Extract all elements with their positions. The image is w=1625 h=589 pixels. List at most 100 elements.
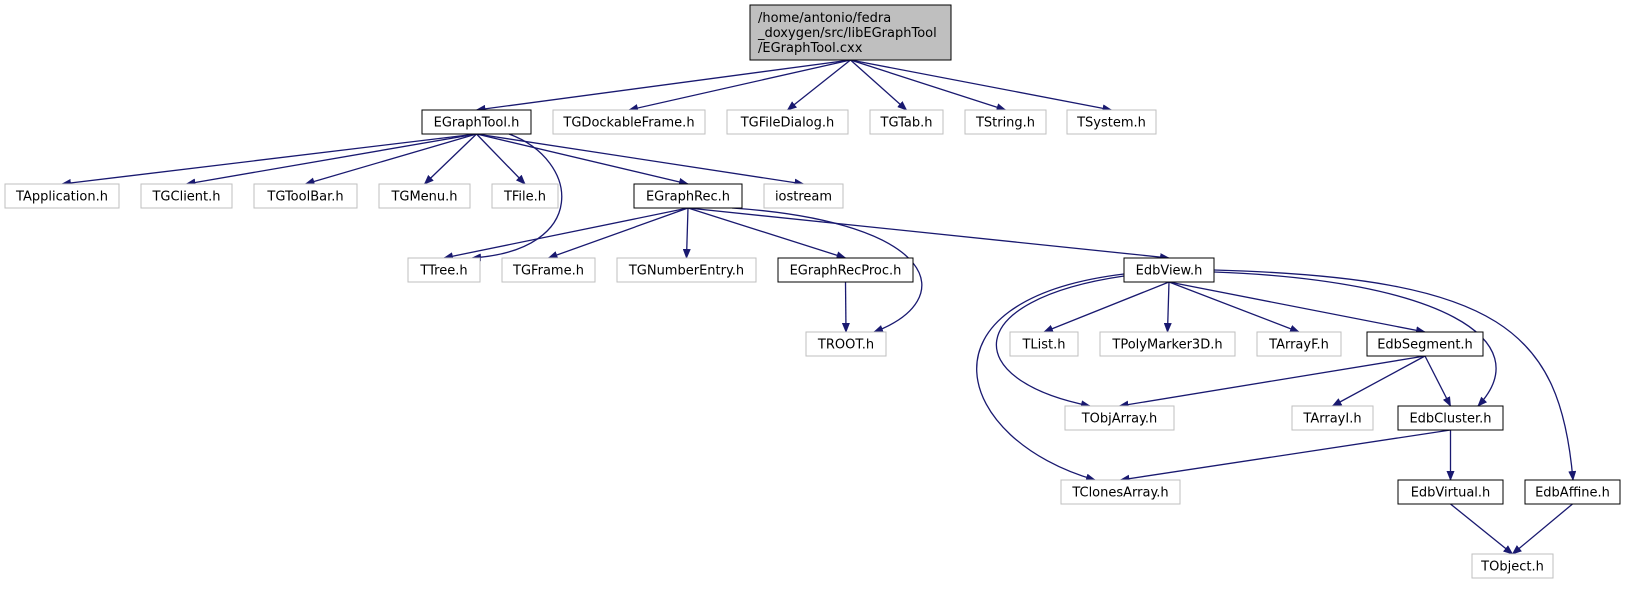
edge-line	[1118, 355, 1426, 409]
edge-egraphrec_h-to-edbview_h	[687, 207, 1170, 262]
node-edbsegment-h[interactable]: EdbSegment.h	[1366, 331, 1484, 357]
node-label: TClonesArray.h	[1071, 486, 1168, 501]
node-label: /home/antonio/fedra	[758, 11, 891, 26]
edge-egraphrec_h-to-tgframe_h	[547, 207, 689, 259]
node-box	[1366, 331, 1484, 357]
edge-line	[1424, 355, 1452, 407]
node-egraphrec-h[interactable]: EGraphRec.h	[633, 183, 743, 209]
node-root[interactable]: /home/antonio/fedra_doxygen/src/libEGrap…	[749, 4, 952, 61]
edge-line	[682, 207, 691, 259]
edge-line	[471, 133, 563, 262]
node-edbcluster-h[interactable]: EdbCluster.h	[1397, 405, 1504, 431]
edge-line	[976, 273, 1125, 482]
edge-edbview_h-to-edbsegment_h	[1168, 281, 1426, 335]
node-box	[253, 183, 358, 209]
edge-line	[850, 59, 908, 111]
edge-line	[476, 133, 526, 185]
edge-egraphtool_h-to-tgtoolbar_h	[304, 133, 477, 186]
node-tlist-h: TList.h	[1009, 331, 1079, 357]
node-label: TROOT.h	[817, 338, 874, 353]
node-ttree-h: TTree.h	[407, 257, 481, 283]
edges-layer	[61, 59, 1577, 555]
node-box	[805, 331, 887, 357]
node-box	[1099, 331, 1236, 357]
node-label: EdbView.h	[1136, 264, 1203, 279]
node-tgnumberentry-h: TGNumberEntry.h	[616, 257, 757, 283]
edge-edbview_h-to-tarrayf_h	[1168, 281, 1300, 333]
node-label: /EGraphTool.cxx	[758, 41, 863, 56]
node-box	[140, 183, 233, 209]
edge-line	[476, 133, 689, 186]
edge-line	[786, 59, 851, 111]
node-edbvirtual-h[interactable]: EdbVirtual.h	[1397, 479, 1504, 505]
node-box	[1397, 479, 1504, 505]
edge-line	[423, 133, 477, 185]
edge-edbcluster_h-to-tclonesarray_h	[1119, 429, 1451, 483]
node-tgtab-h: TGTab.h	[869, 109, 944, 135]
node-egraphtool-h[interactable]: EGraphTool.h	[421, 109, 532, 135]
node-label: TGClient.h	[151, 190, 220, 205]
node-label: TGFrame.h	[512, 264, 584, 279]
edge-line	[1168, 281, 1426, 335]
node-box	[726, 109, 849, 135]
node-tgdockableframe-h: TGDockableFrame.h	[552, 109, 706, 135]
node-tstring-h: TString.h	[964, 109, 1047, 135]
node-edbaffine-h[interactable]: EdbAffine.h	[1524, 479, 1621, 505]
node-box	[407, 257, 481, 283]
node-box	[869, 109, 944, 135]
node-box	[777, 257, 914, 283]
node-label: TString.h	[975, 116, 1035, 131]
edge-line	[547, 207, 689, 259]
edge-edbvirtual_h-to-tobject_h	[1450, 503, 1514, 555]
edge-line	[1213, 271, 1497, 407]
node-box	[1064, 405, 1175, 431]
node-tgfiledialog-h: TGFileDialog.h	[726, 109, 849, 135]
edge-line	[1163, 281, 1172, 333]
node-edbview-h[interactable]: EdbView.h	[1123, 257, 1215, 283]
edge-egraphrec_h-to-ttree_h	[443, 207, 689, 261]
node-label: TGTab.h	[880, 116, 933, 131]
node-tapplication-h: TApplication.h	[4, 183, 120, 209]
node-label: TSystem.h	[1076, 116, 1146, 131]
edge-egraphrecproc_h-to-troot_h	[841, 281, 850, 333]
edge-egraphtool_h-to-iostream	[476, 133, 805, 187]
edge-edbsegment_h-to-tobjarray_h	[1118, 355, 1426, 409]
node-label: _doxygen/src/libEGraphTool	[757, 26, 937, 41]
node-box	[4, 183, 120, 209]
edge-edbview_h-to-edbcluster_h	[1213, 271, 1497, 407]
node-tgframe-h: TGFrame.h	[501, 257, 596, 283]
node-egraphrecproc-h[interactable]: EGraphRecProc.h	[777, 257, 914, 283]
node-box	[378, 183, 471, 209]
node-box	[1256, 331, 1342, 357]
nodes-layer: /home/antonio/fedra_doxygen/src/libEGrap…	[4, 4, 1621, 579]
node-label: TArrayF.h	[1268, 338, 1329, 353]
node-box	[633, 183, 743, 209]
node-box	[491, 183, 559, 209]
node-tobjarray-h: TObjArray.h	[1064, 405, 1175, 431]
node-label: TArrayI.h	[1302, 412, 1361, 427]
node-label: TGToolBar.h	[266, 190, 343, 205]
edge-line	[1168, 281, 1300, 333]
node-box	[1060, 479, 1181, 505]
edge-line	[304, 133, 477, 186]
edge-egraphtool_h-to-tgclient_h	[185, 133, 477, 187]
node-tfile-h: TFile.h	[491, 183, 559, 209]
node-label: EdbVirtual.h	[1411, 486, 1491, 501]
edge-line	[1331, 355, 1426, 407]
node-tarrayi-h: TArrayI.h	[1291, 405, 1374, 431]
edge-root-to-egraphtool_h	[475, 59, 851, 113]
node-box	[1066, 109, 1157, 135]
edge-line	[443, 207, 689, 261]
edge-edbview_h-to-tobjarray_h	[995, 275, 1125, 409]
node-tgclient-h: TGClient.h	[140, 183, 233, 209]
node-label: TList.h	[1021, 338, 1065, 353]
edge-line	[841, 281, 850, 333]
edge-line	[850, 59, 1113, 113]
edge-line	[1043, 281, 1170, 333]
node-box	[1397, 405, 1504, 431]
node-iostream: iostream	[763, 183, 844, 209]
node-tpolymarker3d-h: TPolyMarker3D.h	[1099, 331, 1236, 357]
edge-edbsegment_h-to-edbcluster_h	[1424, 355, 1452, 407]
node-box	[964, 109, 1047, 135]
edge-line	[687, 207, 847, 260]
